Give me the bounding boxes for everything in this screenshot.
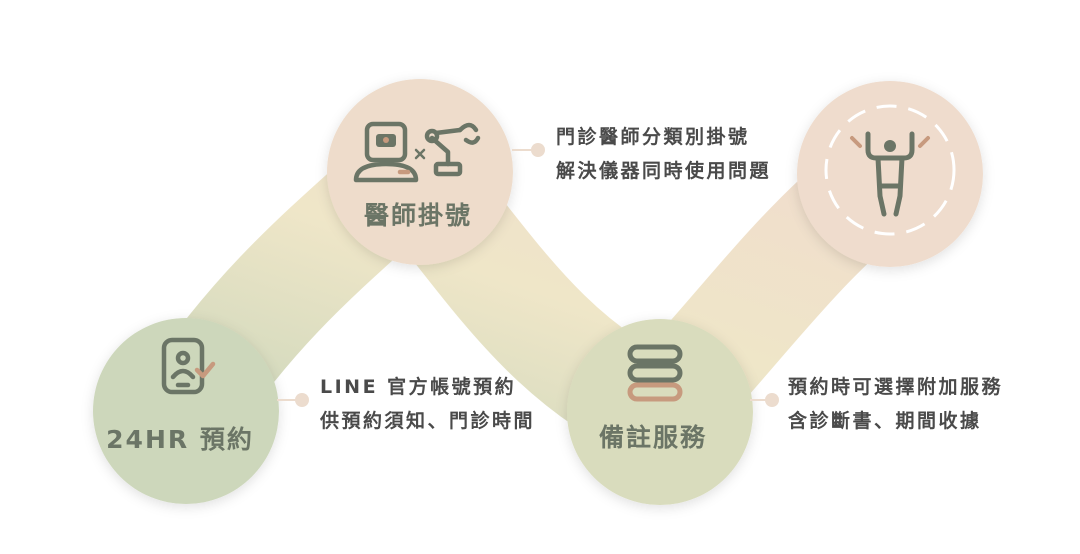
- description-doctor-text-1: 門診醫師分類別掛號: [556, 126, 750, 148]
- node-circle-doctor: [327, 79, 513, 265]
- node-label-extra: 備註服務: [598, 423, 708, 452]
- connector-line-line: [277, 393, 309, 407]
- description-doctor-text-2: 解決儀器同時使用問題: [556, 160, 772, 182]
- node-circle-extra: [567, 319, 753, 505]
- description-extra-text-1: 預約時可選擇附加服務: [788, 376, 1004, 398]
- description-line-text-1: LINE 官方帳號預約: [320, 376, 517, 398]
- connector-band: [132, 95, 944, 477]
- phone-booking-icon: [161, 337, 216, 395]
- description-extra: 預約時可選擇附加服務 含診斷書、期間收據: [788, 370, 1003, 438]
- description-line-text-2: 供預約須知、門診時間: [320, 410, 536, 432]
- description-line: LINE 官方帳號預約 供預約須知、門診時間: [320, 370, 535, 438]
- connector-line-doctor: [512, 143, 545, 157]
- doctor-robot-icon: [353, 121, 481, 183]
- person-cheer-icon: [824, 104, 956, 236]
- node-label-doctor: 醫師掛號: [363, 201, 473, 230]
- description-extra-text-2: 含診斷書、期間收據: [788, 410, 982, 432]
- description-doctor: 門診醫師分類別掛號 解決儀器同時使用問題: [556, 120, 771, 188]
- layers-icon: [627, 344, 683, 402]
- connector-line-extra: [750, 393, 779, 407]
- node-circle-24hr: [93, 318, 279, 504]
- node-label-24hr: 24HR 預約: [106, 425, 254, 454]
